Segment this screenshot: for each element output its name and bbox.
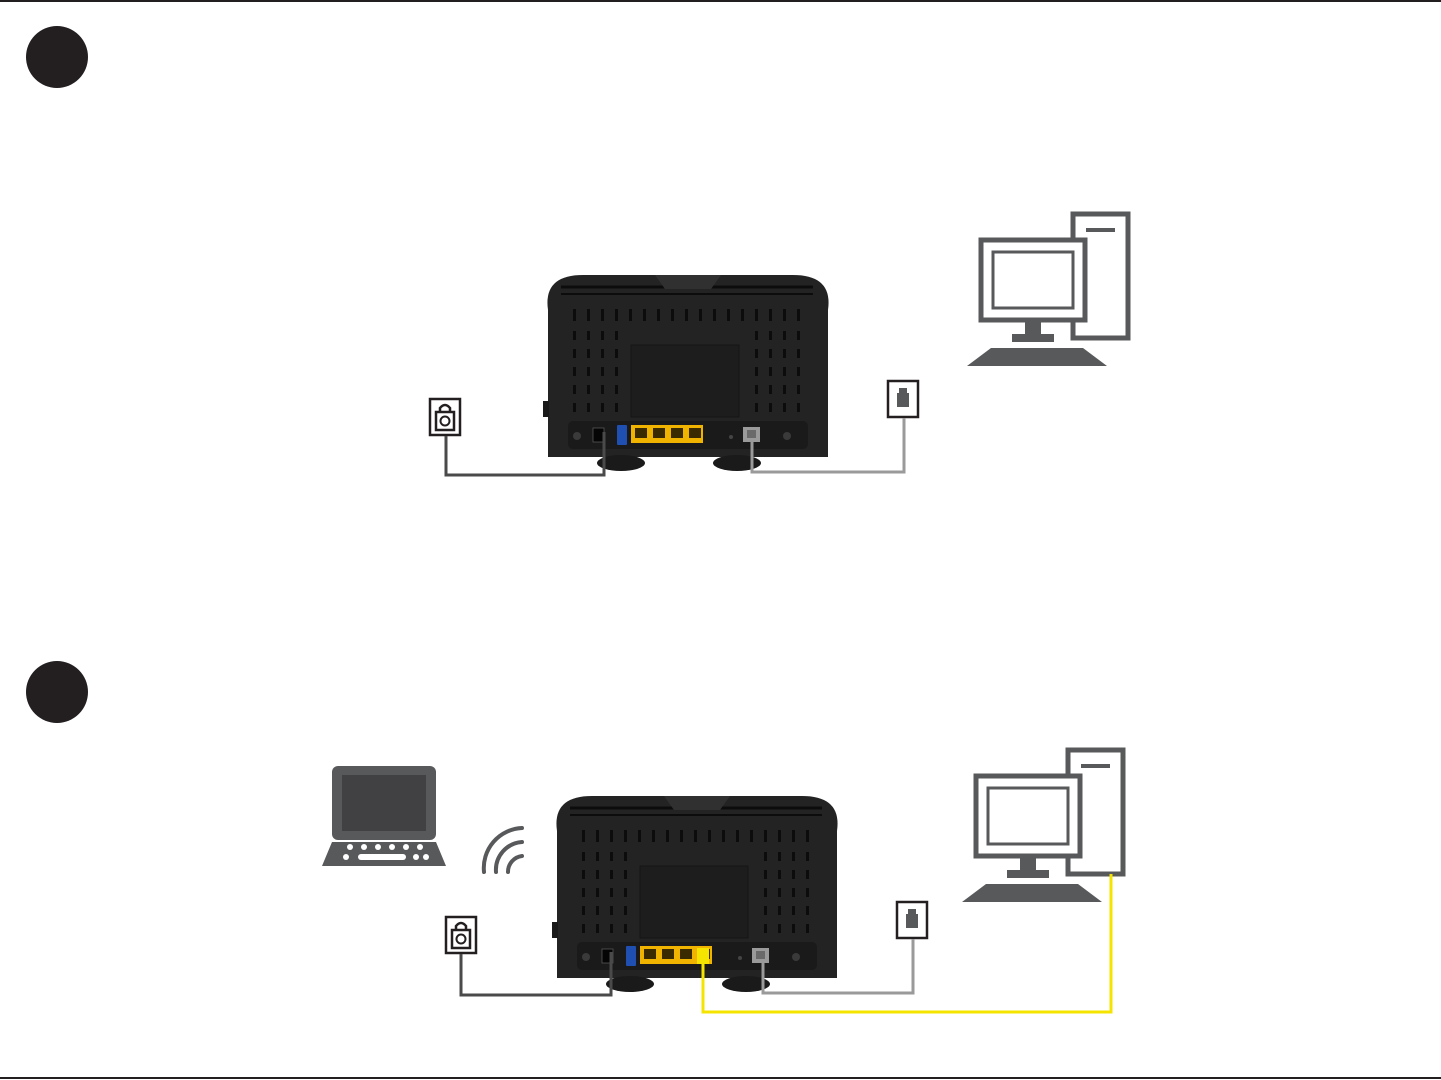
phone-jack-icon bbox=[897, 902, 927, 938]
step-2-diagram bbox=[322, 750, 1123, 1012]
router-rear bbox=[552, 796, 838, 992]
ethernet-port-highlight bbox=[697, 948, 709, 964]
step-1-diagram bbox=[430, 214, 1128, 475]
phone-jack-icon bbox=[888, 381, 918, 417]
desktop-computer-icon bbox=[967, 214, 1128, 366]
wifi-signal-icon bbox=[484, 828, 522, 872]
router-rear bbox=[543, 275, 829, 471]
power-outlet-icon bbox=[446, 917, 476, 953]
laptop-icon bbox=[322, 766, 446, 866]
desktop-computer-icon bbox=[962, 750, 1123, 902]
power-outlet-icon bbox=[430, 399, 460, 435]
